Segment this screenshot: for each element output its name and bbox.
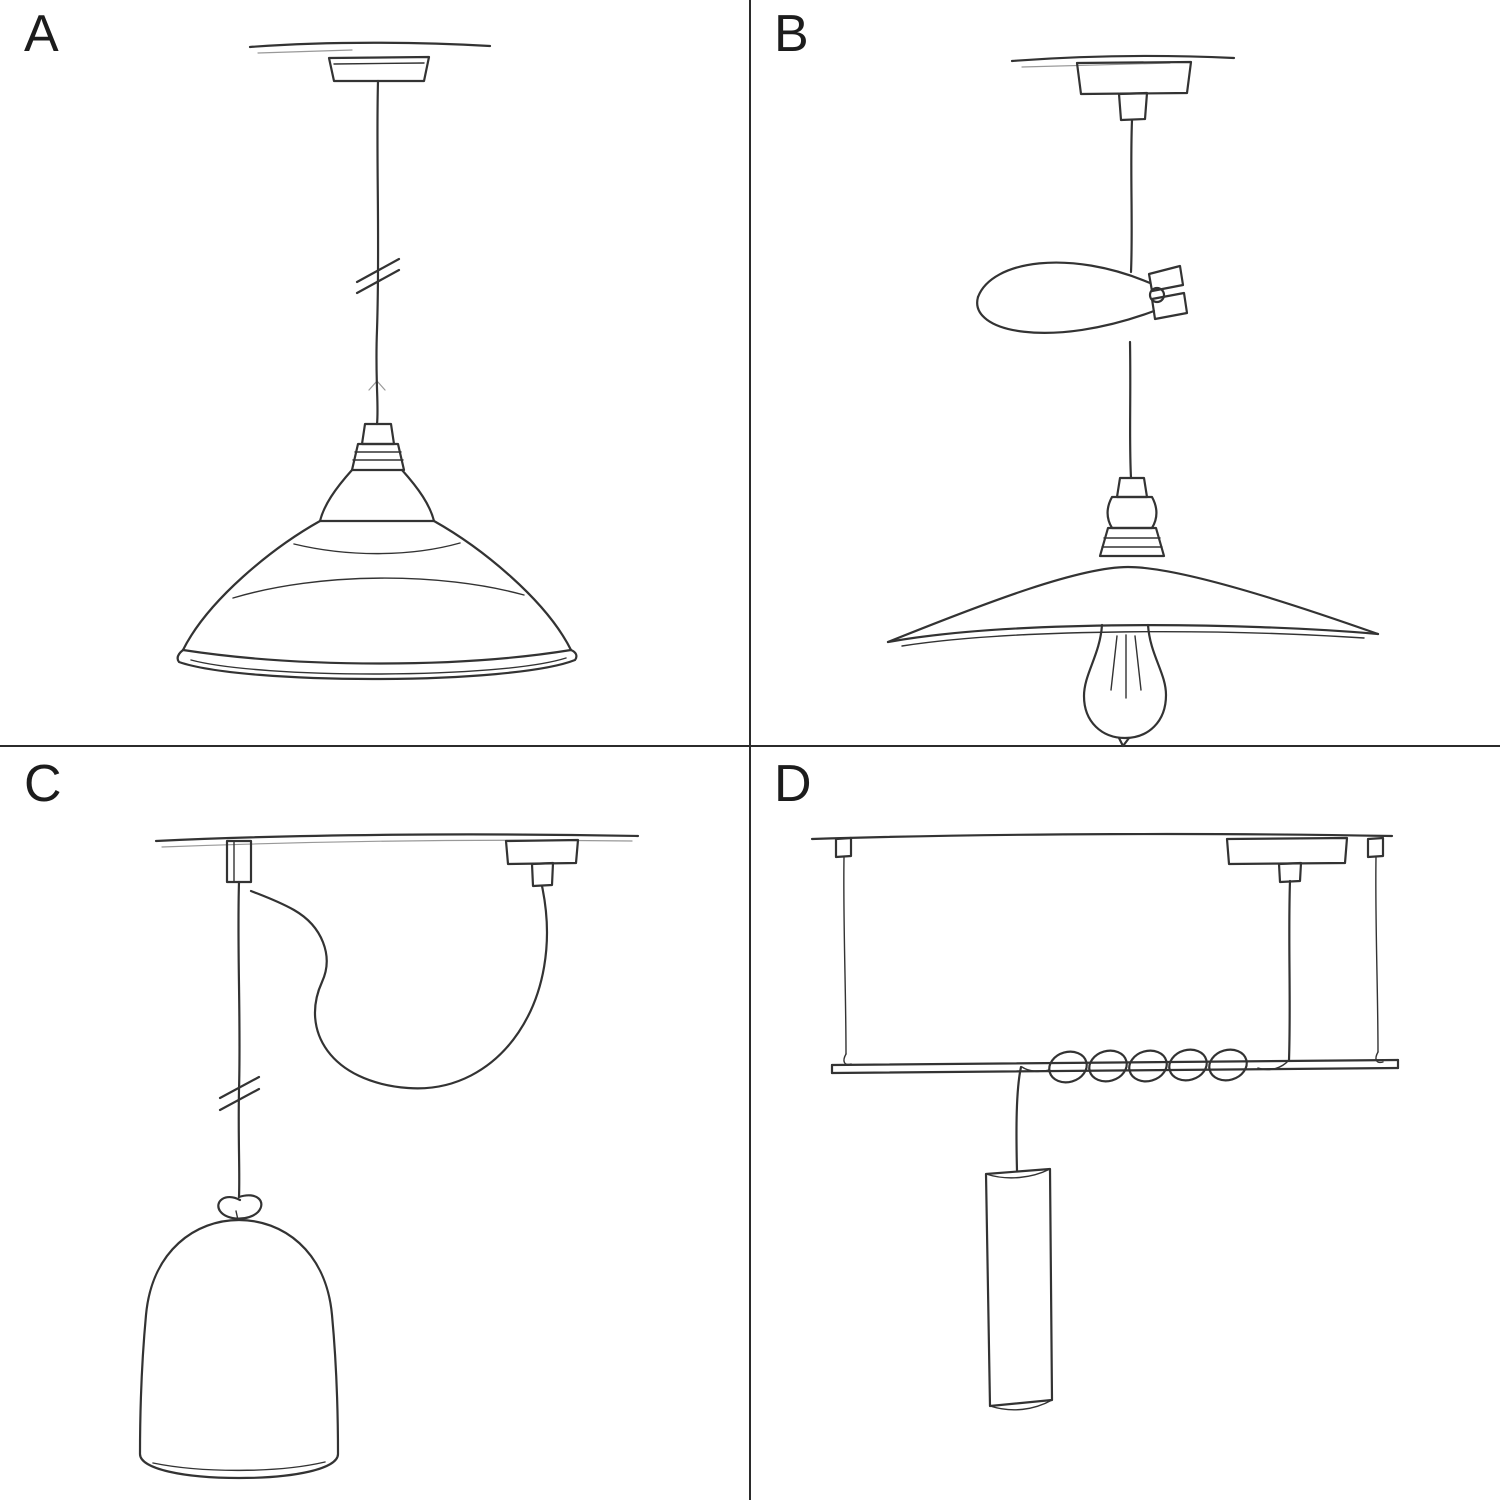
ceiling-canopy <box>327 55 431 83</box>
vertical-divider <box>749 0 751 1500</box>
ceiling-line <box>810 832 1394 841</box>
suspension-wire-left <box>834 836 853 1066</box>
pendant-flat-shade-bulb-sketch-icon <box>886 54 1380 748</box>
cable-slack-loop <box>976 261 1156 334</box>
lamp-holder <box>318 422 436 523</box>
ceiling-line <box>248 41 492 54</box>
swag-pendant-bell-shade-sketch-icon <box>138 833 640 1480</box>
ceiling-canopy <box>504 838 580 888</box>
bar-pendant-coiled-cable-sketch-icon <box>810 832 1400 1411</box>
panel-option-b: B <box>750 0 1500 750</box>
pendant-cable <box>355 79 401 426</box>
panel-label-d: D <box>774 755 813 813</box>
horizontal-bar <box>830 1058 1400 1075</box>
panel-option-a: A <box>0 0 750 750</box>
power-cable <box>1257 879 1292 1071</box>
light-bulb <box>1082 623 1168 748</box>
panel-label-c: C <box>24 755 63 813</box>
panel-label-b: B <box>774 5 810 63</box>
swag-cable <box>249 884 548 1090</box>
panel-option-d: D <box>750 750 1500 1500</box>
ceiling-line <box>1010 54 1236 68</box>
lamp-holder <box>1098 476 1166 558</box>
ceiling-hook <box>225 839 253 884</box>
panel-option-c: C <box>0 750 750 1500</box>
drop-cable <box>218 880 261 1199</box>
panel-label-a: A <box>24 5 60 63</box>
horizontal-divider <box>0 745 1500 747</box>
flat-plate-shade <box>886 565 1380 647</box>
tube-shade <box>984 1065 1054 1411</box>
ceiling-canopy <box>1075 60 1193 122</box>
pendant-cable <box>1128 118 1134 480</box>
suspension-wire-right <box>1366 836 1385 1064</box>
cable-coils <box>1021 1048 1248 1084</box>
ceiling-canopy <box>1225 836 1349 884</box>
cable-clip <box>1147 264 1189 321</box>
pendant-bowl-shade-sketch-icon <box>176 41 578 681</box>
bell-shade <box>138 1218 340 1480</box>
cable-knot <box>217 1194 263 1221</box>
bowl-shade <box>176 519 578 681</box>
